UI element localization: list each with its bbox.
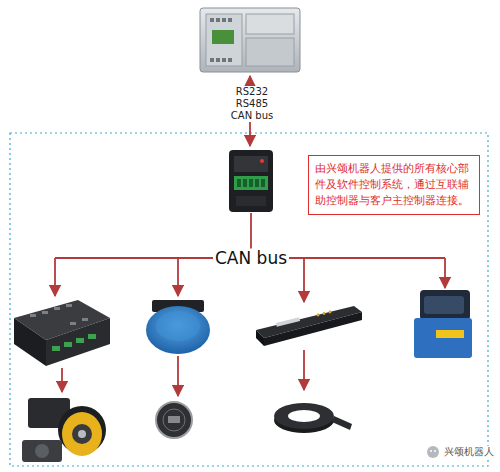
laser-scanner [414, 290, 472, 358]
watermark-icon [427, 446, 439, 458]
magnetic-sensor [256, 306, 362, 346]
interface-label: CAN bus [229, 110, 275, 122]
interface-label: RS232 [234, 86, 270, 98]
drive-wheel [22, 398, 106, 462]
aux-controller [229, 150, 273, 212]
note-text: 由兴颂机器人提供的所有核心部件及软件控制系统，通过互联辅助控制器与客户主控制器连… [315, 161, 473, 209]
bus-lines [55, 213, 445, 396]
note-box: 由兴颂机器人提供的所有核心部件及软件控制系统，通过互联辅助控制器与客户主控制器连… [308, 155, 480, 215]
magnetic-tape [274, 403, 352, 433]
watermark: 兴颂机器人 [442, 446, 496, 458]
region-outline [10, 133, 488, 466]
bus-label: CAN bus [213, 249, 289, 268]
rfid-reader [146, 300, 210, 354]
interface-label: RS485 [234, 98, 270, 110]
plc-controller [200, 8, 300, 72]
motor-driver [14, 300, 110, 366]
rfid-tag [156, 402, 192, 438]
